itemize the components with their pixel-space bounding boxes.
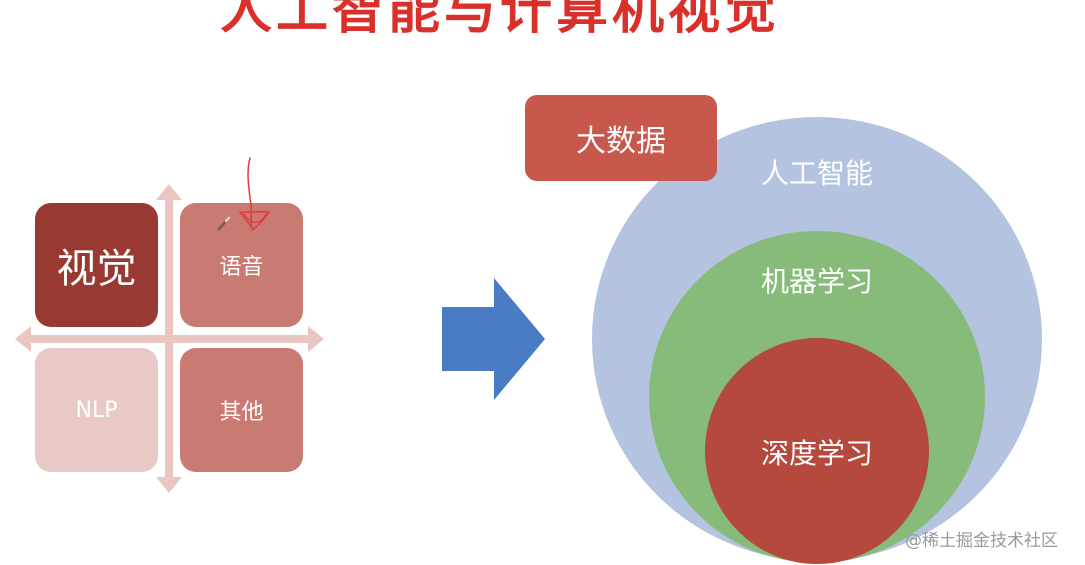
ai-label: 人工智能 — [760, 157, 873, 190]
quadrant-other: 其他 — [180, 348, 303, 472]
handwritten-annotation-stroke — [239, 157, 270, 231]
pen-cursor-icon — [217, 216, 231, 231]
quadrant-speech-label: 语音 — [219, 255, 264, 280]
quadrant-nlp: NLP — [35, 348, 158, 472]
horizontal-axis-arrowhead-left — [15, 326, 31, 352]
dl-label: 深度学习 — [760, 437, 873, 470]
vertical-axis-arrowhead-top — [156, 184, 182, 200]
handwritten-annotation-loop — [243, 213, 267, 223]
quadrant-nlp-label: NLP — [75, 397, 118, 423]
quadrant-speech: 语音 — [180, 203, 303, 327]
right-arrow-icon — [442, 278, 545, 400]
quadrant-vision-label: 视觉 — [56, 246, 137, 292]
dl-circle — [705, 338, 929, 564]
quadrant-other-label: 其他 — [219, 400, 264, 425]
horizontal-axis-shaft — [30, 335, 310, 343]
watermark: @稀土掘金技术社区 — [905, 531, 1058, 551]
slide-title: 人工智能与计算机视觉 — [219, 0, 780, 41]
quadrant-vision: 视觉 — [35, 203, 158, 327]
vertical-axis-arrowhead-bottom — [156, 477, 182, 493]
big-data-label: 大数据 — [576, 124, 666, 159]
big-data-box: 大数据 — [525, 95, 717, 181]
ml-label: 机器学习 — [760, 265, 873, 298]
horizontal-axis-arrowhead-right — [308, 326, 324, 352]
